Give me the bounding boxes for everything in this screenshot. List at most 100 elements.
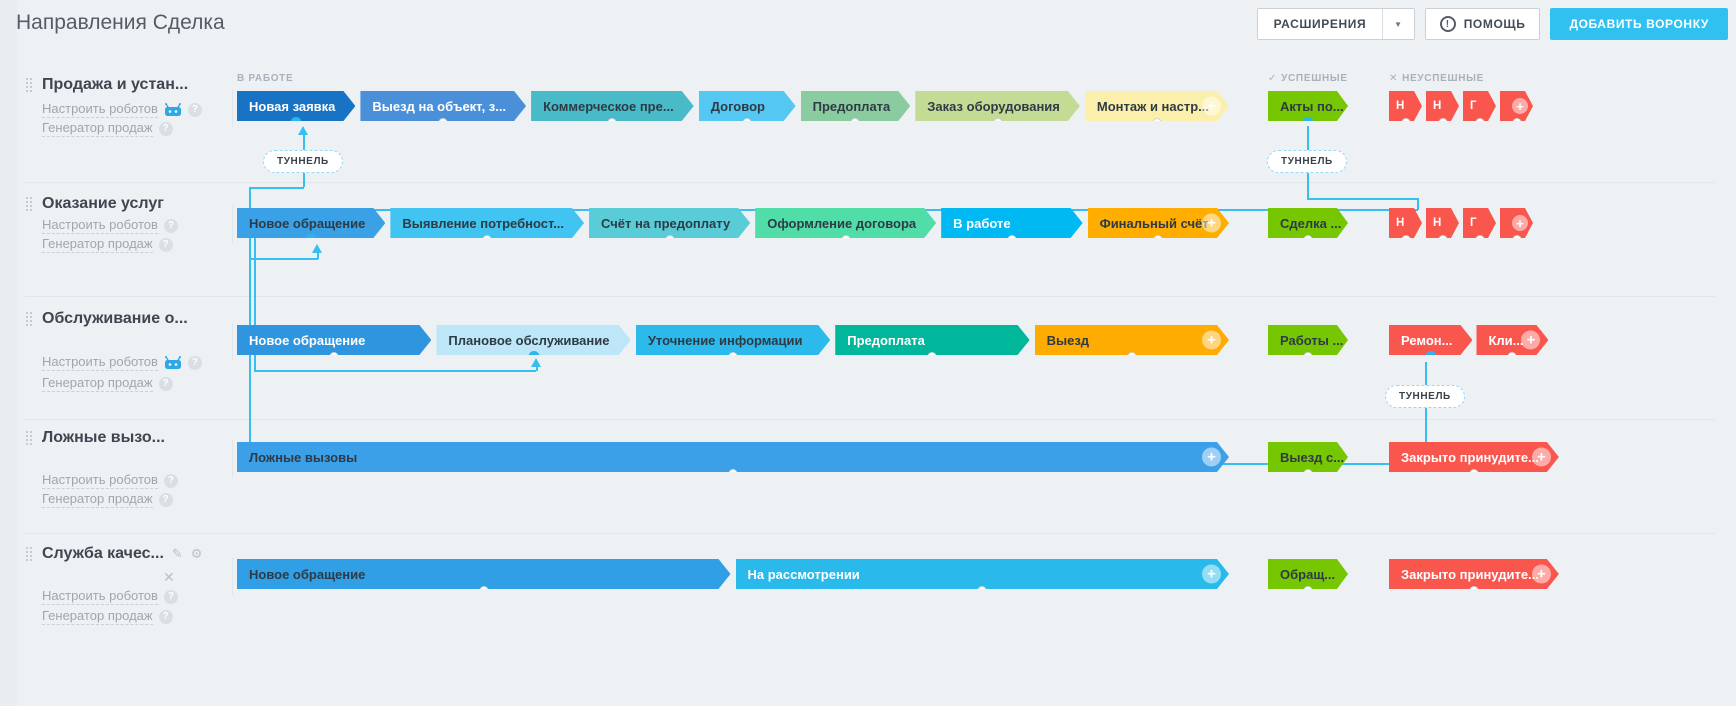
stage-dot[interactable] [1401,235,1410,244]
tunnel-dot[interactable] [1303,117,1314,128]
stage-dot[interactable] [729,352,738,361]
add-stage-button[interactable]: + [1532,448,1551,467]
add-stage-button[interactable]: + [1202,331,1221,350]
drag-handle-icon[interactable] [26,197,35,212]
stage-dot[interactable] [743,118,752,127]
pipeline-stage[interactable]: Новое обращение [237,559,731,589]
stage-dot[interactable] [1304,352,1313,361]
success-stage[interactable]: Сделка ... [1268,208,1348,238]
add-stage-button[interactable]: + [1202,214,1221,233]
add-stage-button[interactable]: + [1512,215,1528,231]
tunnel-label[interactable]: ТУННЕЛЬ [1267,150,1347,173]
pipeline-stage[interactable]: Договор [699,91,796,121]
funnel-title[interactable]: Служба качес...✎⚙ [42,545,203,562]
pencil-icon[interactable]: ✎ [171,546,183,561]
stage-dot[interactable] [665,235,674,244]
help-button[interactable]: ! ПОМОЩЬ [1424,8,1541,40]
stage-dot[interactable] [1469,469,1478,478]
funnel-title[interactable]: Обслуживание о... [42,310,188,327]
drag-handle-icon[interactable] [26,78,35,93]
pipeline-stage[interactable]: Счёт на предоплату [589,208,750,238]
success-stage[interactable]: Работы ... [1268,325,1348,355]
configure-robots-link[interactable]: Настроить роботов? [42,472,178,489]
fail-stage[interactable]: Н [1389,208,1422,238]
stage-dot[interactable] [483,235,492,244]
fail-stage[interactable]: Кли...+ [1476,325,1548,355]
sales-generator-link[interactable]: Генератор продаж? [42,120,173,137]
stage-dot[interactable] [978,586,987,595]
pipeline-stage[interactable]: Монтаж и настр...+ [1085,91,1229,121]
pipeline-stage[interactable]: Плановое обслуживание [436,325,630,355]
help-question-icon[interactable]: ? [158,609,173,624]
fail-stage[interactable]: Н [1389,91,1422,121]
configure-robots-link[interactable]: Настроить роботов? [42,588,178,605]
tunnel-dot[interactable] [306,234,317,245]
stage-dot[interactable] [851,118,860,127]
add-stage-button[interactable]: + [1532,565,1551,584]
pipeline-stage[interactable]: На рассмотрении+ [736,559,1230,589]
tunnel-label[interactable]: ТУННЕЛЬ [1385,385,1465,408]
stage-dot[interactable] [1438,235,1447,244]
funnel-title[interactable]: Продажа и устан... [42,76,189,93]
stage-dot[interactable] [608,118,617,127]
tunnel-dot[interactable] [528,351,539,362]
sales-generator-link[interactable]: Генератор продаж? [42,236,173,253]
fail-stage[interactable]: Ремон... [1389,325,1472,355]
help-question-icon[interactable]: ? [158,237,173,252]
drag-handle-icon[interactable] [26,547,35,562]
pipeline-stage[interactable]: Ложные вызовы+ [237,442,1229,472]
pipeline-stage[interactable]: Выезд+ [1035,325,1229,355]
pipeline-stage[interactable]: Заказ оборудования [915,91,1080,121]
configure-robots-link[interactable]: Настроить роботов? [42,354,202,371]
stage-dot[interactable] [1152,118,1161,127]
stage-dot[interactable] [479,586,488,595]
pipeline-stage[interactable]: Предоплата [835,325,1029,355]
configure-robots-link[interactable]: Настроить роботов? [42,217,178,234]
fail-stage[interactable]: Г [1463,208,1496,238]
fail-stage[interactable]: Н [1426,91,1459,121]
close-icon[interactable]: ✕ [163,569,175,585]
add-stage-button[interactable]: + [1202,565,1221,584]
fail-stage[interactable]: Г [1463,91,1496,121]
tunnel-dot[interactable] [1425,351,1436,362]
funnel-title[interactable]: Оказание услуг [42,195,164,212]
stage-dot[interactable] [841,235,850,244]
stage-dot[interactable] [1512,235,1521,244]
pipeline-stage[interactable]: Коммерческое пре... [531,91,694,121]
stage-dot[interactable] [1475,235,1484,244]
gear-icon[interactable]: ⚙ [190,546,203,561]
stage-dot[interactable] [1154,235,1163,244]
pipeline-stage[interactable]: В работе [941,208,1082,238]
success-stage[interactable]: Акты по... [1268,91,1348,121]
stage-dot[interactable] [1127,352,1136,361]
stage-dot[interactable] [1304,235,1313,244]
help-question-icon[interactable]: ? [158,492,173,507]
stage-dot[interactable] [1475,118,1484,127]
extensions-button[interactable]: РАСШИРЕНИЯ ▼ [1256,8,1415,40]
pipeline-stage[interactable]: Новая заявка [237,91,355,121]
pipeline-stage[interactable]: Выезд на объект, з... [360,91,526,121]
stage-dot[interactable] [928,352,937,361]
configure-robots-link[interactable]: Настроить роботов? [42,101,202,118]
stage-dot[interactable] [1438,118,1447,127]
sales-generator-link[interactable]: Генератор продаж? [42,375,173,392]
pipeline-stage[interactable]: Оформление договора [755,208,936,238]
stage-dot[interactable] [993,118,1002,127]
sales-generator-link[interactable]: Генератор продаж? [42,608,173,625]
fail-stage[interactable]: + [1500,91,1533,121]
help-question-icon[interactable]: ? [163,473,178,488]
add-stage-button[interactable]: + [1521,331,1540,350]
stage-dot[interactable] [1508,352,1517,361]
stage-dot[interactable] [1401,118,1410,127]
fail-stage[interactable]: Закрыто принудите...+ [1389,559,1559,589]
drag-handle-icon[interactable] [26,431,35,446]
fail-stage[interactable]: Закрыто принудите...+ [1389,442,1559,472]
stage-dot[interactable] [330,352,339,361]
pipeline-stage[interactable]: Финальный счёт+ [1088,208,1229,238]
fail-stage[interactable]: Н [1426,208,1459,238]
pipeline-stage[interactable]: Уточнение информации [636,325,830,355]
tunnel-dot[interactable] [291,117,302,128]
stage-dot[interactable] [1512,118,1521,127]
add-stage-button[interactable]: + [1512,98,1528,114]
stage-dot[interactable] [1007,235,1016,244]
